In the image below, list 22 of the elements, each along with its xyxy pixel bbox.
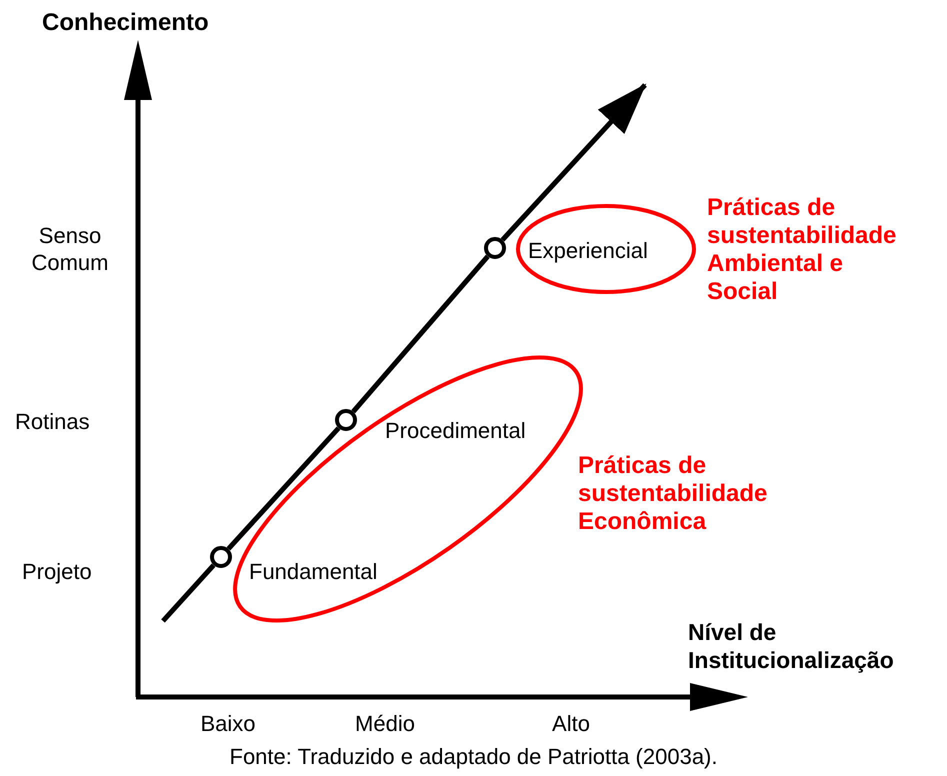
category-note: Práticas de sustentabilidade Ambiental e Social: [707, 194, 898, 306]
axis-title: Nível de Institucionalização: [688, 618, 895, 674]
ellipse-label: Procedimental: [385, 417, 526, 445]
ellipse-label: Fundamental: [249, 558, 378, 586]
connector-line: [351, 254, 490, 414]
axis-title: Conhecimento: [42, 8, 209, 38]
arrow: [500, 83, 647, 242]
node-circle: [210, 546, 232, 568]
axis-tick-label: Alto: [551, 711, 591, 737]
axis-tick-label: Projeto: [22, 558, 92, 586]
connector-line: [161, 563, 216, 623]
node-circle: [335, 409, 357, 431]
category-note: Práticas de sustentabilidade Econômica: [578, 452, 768, 536]
node-circle: [484, 237, 506, 259]
ellipse-outline: [515, 203, 697, 295]
axis-tick-label: Médio: [354, 711, 416, 737]
axis-tick-label: Rotinas: [15, 408, 90, 436]
connector-line: [226, 426, 340, 551]
ellipse-label: Experiencial: [528, 237, 648, 265]
caption: Fonte: Traduzido e adaptado de Patriotta (2003a).: [228, 744, 718, 770]
axis-tick-label: Baixo: [199, 711, 257, 737]
axis-tick-label: Senso Comum: [30, 222, 110, 276]
